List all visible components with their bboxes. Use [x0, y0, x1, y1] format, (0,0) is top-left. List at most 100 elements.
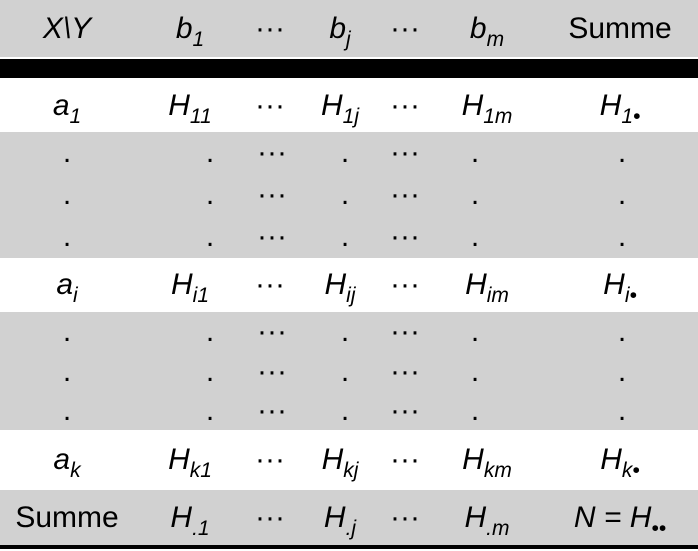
cell-subscript: .1	[192, 517, 210, 540]
table-cell: .	[150, 312, 270, 352]
cell-text: X\Y	[42, 12, 92, 45]
table-cell: a1	[7, 80, 127, 143]
cell-text: .	[617, 136, 627, 169]
cell-subscript: 11	[189, 105, 212, 128]
table-cell: Hk•	[560, 430, 680, 501]
cell-text: H	[599, 89, 622, 122]
table-cell: .	[415, 352, 535, 392]
table-cell: .	[415, 216, 535, 258]
cell-text: b	[469, 12, 487, 45]
table-cell: ···	[210, 430, 330, 490]
table-cell: .	[562, 352, 682, 392]
table-cell: ···	[345, 352, 465, 392]
table-cell: ···	[212, 174, 332, 216]
column-header: ···	[345, 0, 465, 57]
table-cell: .	[7, 312, 127, 352]
table-cell: ···	[345, 80, 465, 132]
cell-text: Summe	[568, 12, 672, 45]
cell-text: ···	[390, 136, 420, 169]
cell-text: H	[464, 501, 487, 534]
table-row: ..···.···..	[0, 132, 698, 174]
cell-text: .	[62, 220, 72, 253]
cell-subscript: k	[70, 459, 81, 482]
table-cell: .	[285, 132, 405, 174]
table-cell: Him	[427, 258, 547, 323]
table-cell: .	[7, 174, 127, 216]
cell-text: .	[340, 178, 350, 211]
table-cell: ···	[212, 216, 332, 258]
table-cell: ak	[7, 430, 127, 501]
bottom-rule	[0, 545, 698, 549]
table-cell: Hij	[280, 258, 400, 323]
cell-text: .	[62, 355, 72, 388]
cell-text: .	[470, 136, 480, 169]
table-cell: N = H••	[560, 490, 680, 551]
table-cell: .	[7, 352, 127, 392]
cell-text: H	[168, 443, 190, 476]
table-cell: .	[150, 174, 270, 216]
cell-text: a	[53, 443, 71, 476]
cell-text: ···	[255, 268, 285, 301]
cell-text: H	[600, 443, 622, 476]
table-cell: .	[150, 352, 270, 392]
cell-text: .	[470, 355, 480, 388]
table-cell: .	[562, 392, 682, 430]
table-cell: ai	[7, 258, 127, 323]
cell-text: ···	[390, 268, 420, 301]
table-cell: Hk1	[130, 430, 250, 501]
cell-text: .	[205, 315, 215, 348]
cell-subscript: .m	[486, 517, 510, 540]
cell-text: a	[52, 89, 70, 122]
table-cell: .	[150, 392, 270, 430]
column-header: bj	[280, 0, 400, 68]
table-cell: ···	[210, 490, 330, 545]
cell-subscript: i•	[624, 284, 637, 307]
cell-text: .	[62, 394, 72, 427]
table-cell: Summe	[7, 490, 127, 545]
cell-subscript: k•	[621, 459, 640, 482]
table-cell: ···	[212, 352, 332, 392]
cell-text: N = H	[573, 501, 652, 534]
cell-subscript: 1	[69, 105, 82, 128]
cell-text: .	[617, 220, 627, 253]
table-cell: ···	[345, 132, 465, 174]
cell-text: .	[470, 220, 480, 253]
cell-subscript: i1	[192, 284, 210, 307]
cell-subscript: .j	[345, 517, 357, 540]
table-cell: H1•	[560, 80, 680, 143]
cell-text: .	[62, 178, 72, 211]
cell-text: ···	[390, 394, 420, 427]
table-cell: .	[285, 352, 405, 392]
cell-text: .	[617, 355, 627, 388]
table-cell: .	[415, 132, 535, 174]
table-cell: .	[150, 216, 270, 258]
table-row: ..···.···..	[0, 174, 698, 216]
table-row: ..···.···..	[0, 352, 698, 392]
cell-text: H	[324, 268, 347, 301]
table-cell: .	[7, 132, 127, 174]
table-cell: .	[7, 216, 127, 258]
cell-subscript: i	[73, 284, 78, 307]
table-cell: .	[415, 392, 535, 430]
table-cell: .	[285, 216, 405, 258]
cell-text: .	[205, 355, 215, 388]
table-cell: H11	[130, 80, 250, 143]
cell-text: .	[205, 136, 215, 169]
cell-text: .	[340, 394, 350, 427]
cell-subscript: 1j	[342, 105, 360, 128]
cell-text: H	[603, 268, 625, 301]
column-header: Summe	[560, 0, 680, 57]
table-cell: ···	[212, 312, 332, 352]
cell-text: ···	[390, 89, 420, 122]
table-cell: ···	[345, 490, 465, 545]
table-cell: .	[150, 132, 270, 174]
cell-subscript: 1	[192, 28, 205, 51]
cell-text: H	[321, 443, 344, 476]
column-header: b1	[130, 0, 250, 68]
cell-subscript: km	[483, 459, 512, 482]
column-header: X\Y	[7, 0, 127, 57]
cell-text: ···	[390, 355, 420, 388]
cell-text: .	[470, 315, 480, 348]
